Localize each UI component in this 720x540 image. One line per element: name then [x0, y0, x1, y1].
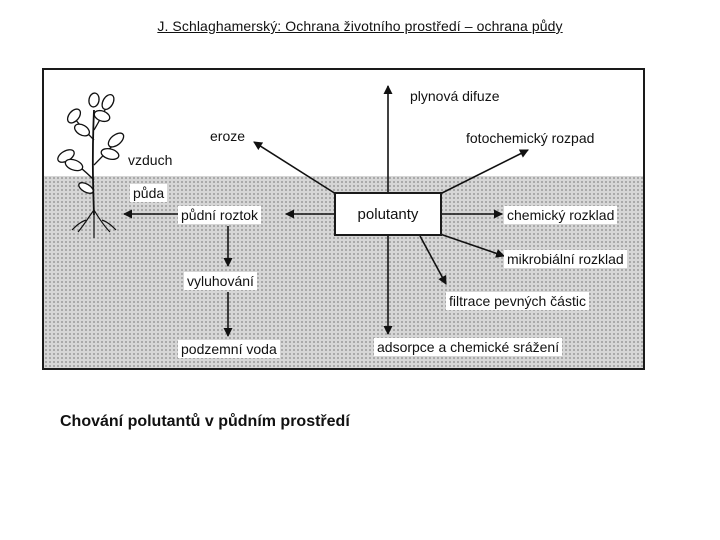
leaching-label: vyluhování: [184, 272, 257, 290]
diagram-arrows: [57, 85, 529, 337]
arrow-erosion: [253, 141, 337, 195]
microbial-decomposition-label: mikrobiální rozklad: [504, 250, 627, 268]
gas-diffusion-label: plynová difuze: [410, 88, 500, 104]
chemical-decomposition-label: chemický rozklad: [504, 206, 618, 224]
arrow-photochemical: [439, 149, 529, 195]
arrow-filtration: [419, 235, 447, 285]
photochemical-label: fotochemický rozpad: [466, 130, 595, 146]
pollutants-label: polutanty: [357, 205, 419, 223]
root-icon: [71, 209, 117, 238]
figure-caption: Chování polutantů v půdním prostředí: [60, 413, 350, 430]
groundwater-label: podzemní voda: [178, 340, 280, 358]
arrow-microbial: [439, 233, 505, 258]
plant-icon: [57, 92, 125, 216]
pollutants-box: polutanty: [334, 192, 442, 236]
adsorption-label: adsorpce a chemické srážení: [374, 338, 563, 356]
erosion-label: eroze: [210, 128, 246, 144]
soil-solution-label: půdní roztok: [178, 206, 262, 224]
air-label: vzduch: [128, 152, 173, 168]
page-title: J. Schlaghamerský: Ochrana životního pro…: [157, 18, 563, 34]
pollutant-diagram: polutanty vzduch půda plynová difuze ero…: [42, 68, 645, 370]
soil-label: půda: [130, 184, 168, 202]
filtration-label: filtrace pevných částic: [446, 292, 589, 310]
